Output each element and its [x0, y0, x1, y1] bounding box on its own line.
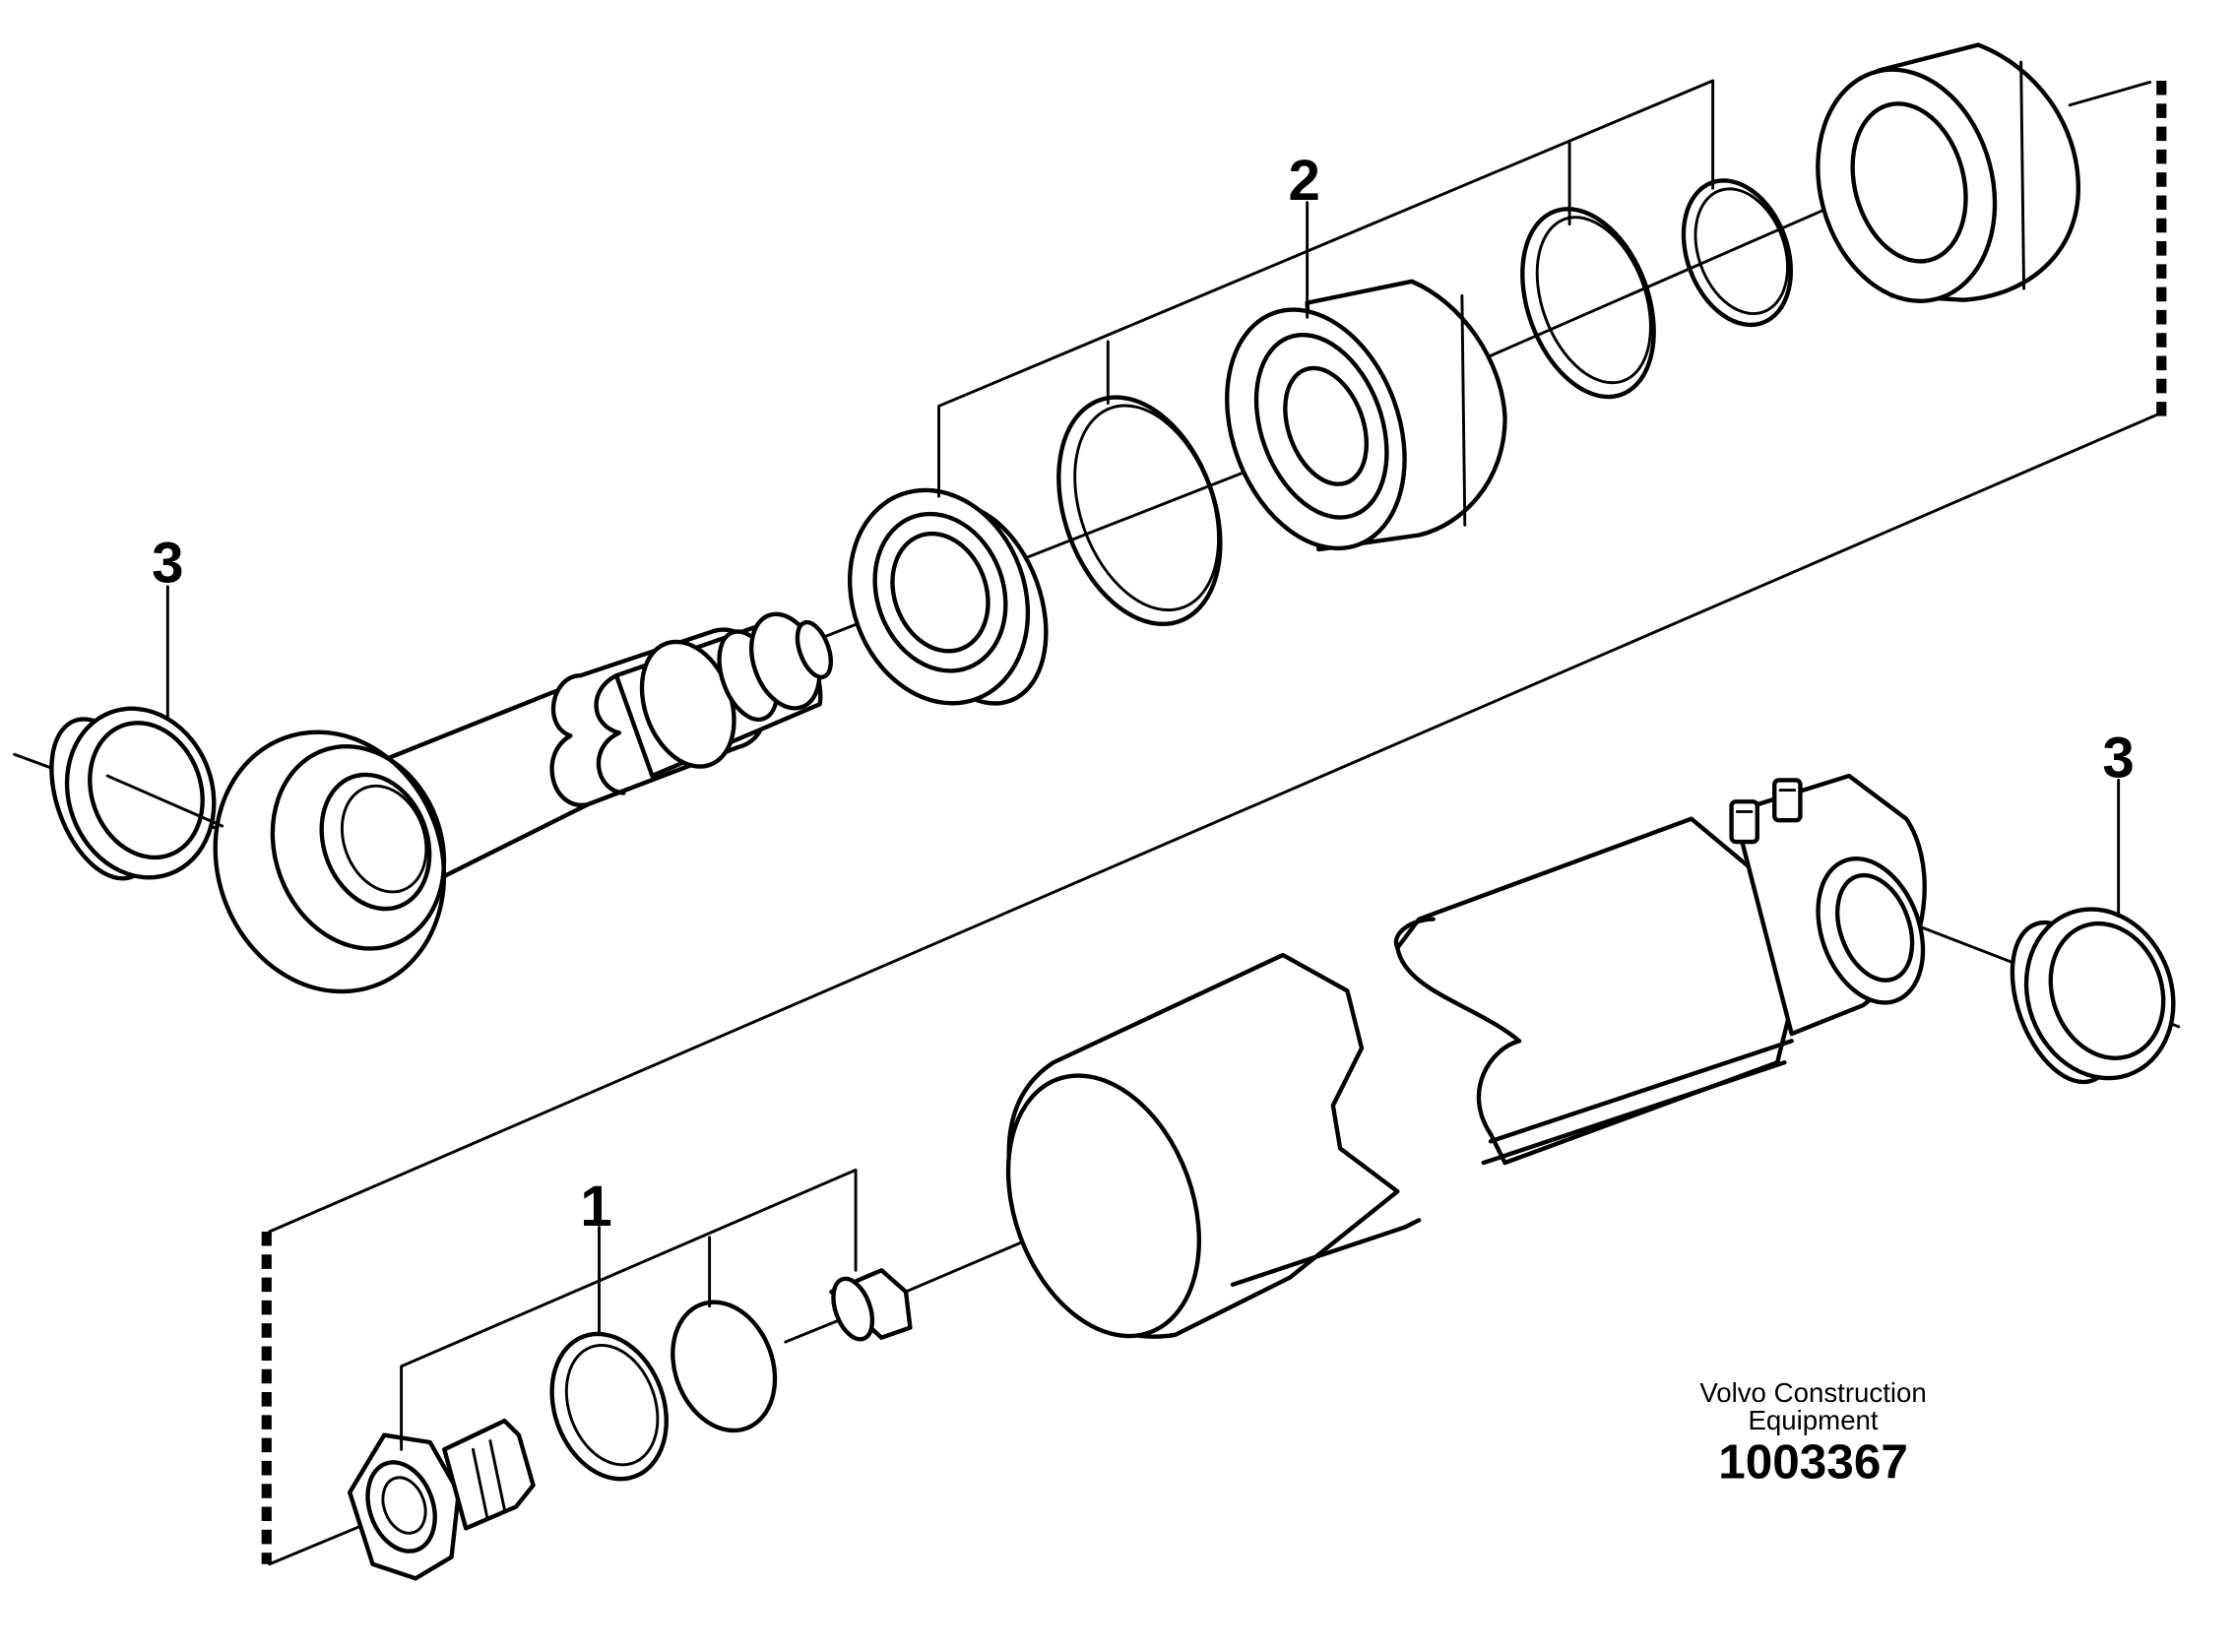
bearing-ring-left — [49, 706, 224, 881]
credit-line-2: Equipment — [1748, 1405, 1878, 1435]
callout-label-3-right: 3 — [2102, 727, 2134, 791]
base-clevis — [1729, 773, 1927, 1037]
credit-line-1: Volvo Construction — [1699, 1377, 1926, 1408]
split-ring-medium — [1520, 207, 1656, 400]
bearing-ring-right — [2010, 907, 2176, 1085]
callout-label-3-left: 3 — [152, 532, 183, 596]
rod-eye — [213, 672, 619, 994]
document-number: 1003367 — [1718, 1434, 1908, 1489]
piston-seal-carrier — [847, 487, 1049, 706]
callout-label-2: 2 — [1289, 149, 1320, 213]
callout-leader-1 — [400, 1168, 858, 1451]
cylinder-head — [1816, 42, 2081, 303]
piston-body — [1225, 279, 1507, 552]
valve-insert — [784, 1268, 913, 1344]
callout-leader-2 — [937, 79, 1715, 498]
callout-label-1: 1 — [580, 1175, 611, 1239]
o-ring-2 — [671, 1300, 778, 1433]
cylinder-tube — [1005, 816, 1794, 1339]
connector-line — [268, 413, 2159, 1234]
split-ring-large — [1056, 395, 1223, 627]
o-ring-1 — [549, 1331, 669, 1482]
split-ring-small — [1681, 178, 1794, 328]
piston-rod-end — [613, 611, 833, 779]
valve-plug — [348, 1418, 536, 1581]
